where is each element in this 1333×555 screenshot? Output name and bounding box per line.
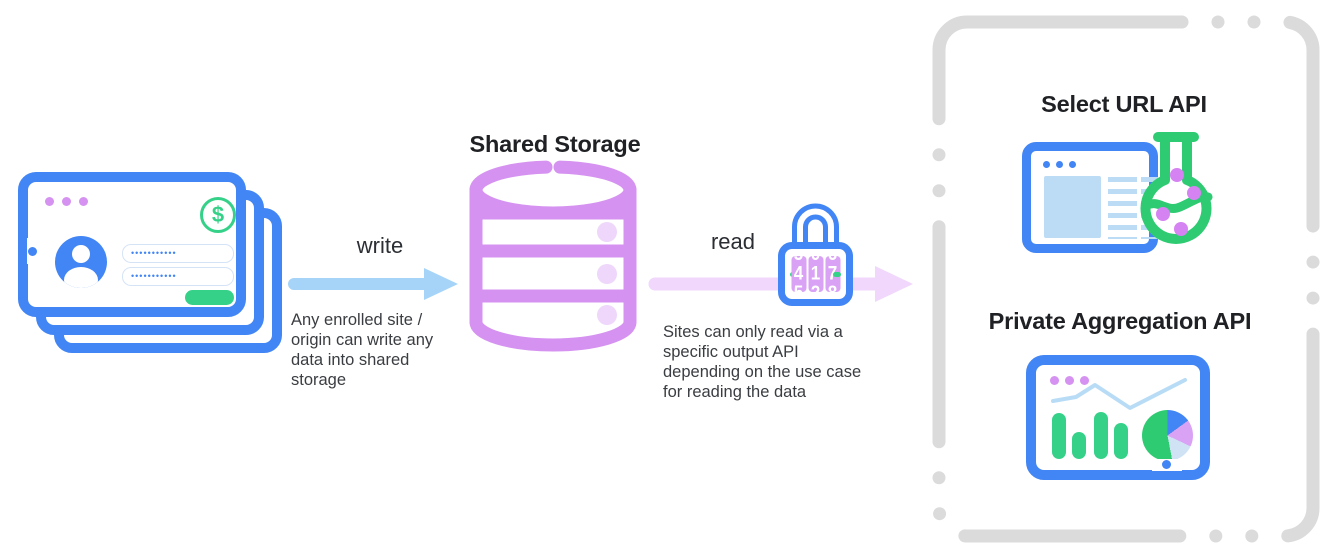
bar-chart-bar bbox=[1094, 412, 1108, 459]
lock-dials: 5 4 5 0 1 2 6 7 8 bbox=[791, 256, 840, 292]
output-gate-boundary bbox=[932, 15, 1320, 543]
lock-shackle bbox=[792, 203, 839, 256]
write-note: Any enrolled site / origin can write any… bbox=[291, 310, 466, 390]
lock-body: 5 4 5 0 1 2 6 7 8 bbox=[778, 242, 853, 306]
write-note-line: storage bbox=[291, 371, 347, 389]
write-note-line: origin can write any bbox=[291, 331, 434, 349]
text-lines bbox=[1108, 177, 1137, 239]
read-note-line: Sites can only read via a bbox=[663, 323, 843, 341]
dial-digit: 2 bbox=[811, 284, 821, 292]
user-avatar-icon bbox=[55, 236, 107, 288]
lock-dial: 6 7 8 bbox=[825, 256, 840, 292]
combination-lock-icon: 5 4 5 0 1 2 6 7 8 bbox=[770, 196, 862, 318]
write-note-line: Any enrolled site / bbox=[291, 311, 423, 329]
read-label: read bbox=[710, 229, 756, 254]
window-controls-dots bbox=[1043, 161, 1076, 168]
read-note-line: depending on the use case bbox=[663, 363, 862, 381]
window-controls-dots bbox=[45, 197, 88, 206]
password-field-2: ••••••••••• bbox=[122, 267, 234, 286]
lock-dial: 0 1 2 bbox=[808, 256, 823, 292]
select-url-api-title: Select URL API bbox=[1041, 91, 1207, 117]
write-label: write bbox=[356, 233, 404, 258]
dial-digit: 7 bbox=[828, 265, 838, 284]
submit-button bbox=[185, 290, 234, 305]
lock-dial: 5 4 5 bbox=[791, 256, 806, 292]
shared-storage-title: Shared Storage bbox=[469, 131, 641, 157]
write-arrow bbox=[288, 268, 458, 300]
lock-dash-icon bbox=[833, 271, 841, 277]
border-notch-dot bbox=[28, 247, 37, 256]
content-block bbox=[1044, 176, 1101, 238]
dial-digit: 0 bbox=[811, 256, 821, 264]
private-aggregation-browser-icon bbox=[1026, 355, 1210, 480]
select-url-browser-icon bbox=[1022, 142, 1158, 253]
dial-digit: 6 bbox=[828, 256, 838, 264]
border-notch-dot bbox=[1162, 460, 1171, 469]
private-aggregation-api-title: Private Aggregation API bbox=[988, 308, 1252, 334]
read-note-line: for reading the data bbox=[663, 383, 807, 401]
window-controls-dots bbox=[1050, 376, 1089, 385]
flask-icon bbox=[1140, 132, 1213, 244]
pie-chart-icon bbox=[1142, 410, 1193, 461]
browser-stack: $ ••••••••••• ••••••••••• bbox=[12, 166, 292, 366]
dollar-icon: $ bbox=[200, 197, 236, 233]
password-field: ••••••••••• bbox=[122, 244, 234, 263]
bar-chart-bar bbox=[1114, 423, 1128, 459]
dial-digit: 1 bbox=[810, 263, 821, 285]
read-note-line: specific output API bbox=[663, 343, 799, 361]
read-note: Sites can only read via a specific outpu… bbox=[663, 322, 873, 402]
browser-window-front: $ ••••••••••• ••••••••••• bbox=[18, 172, 246, 317]
bar-chart-bar bbox=[1052, 413, 1066, 459]
line-chart-icon bbox=[1051, 378, 1187, 410]
dial-digit: 8 bbox=[828, 284, 838, 292]
database-icon bbox=[469, 160, 637, 352]
write-note-line: data into shared bbox=[291, 351, 410, 369]
dial-digit: 5 bbox=[794, 284, 804, 292]
bar-chart-bar bbox=[1072, 432, 1086, 459]
dial-digit: 5 bbox=[794, 256, 804, 264]
dial-digit: 4 bbox=[793, 263, 804, 285]
